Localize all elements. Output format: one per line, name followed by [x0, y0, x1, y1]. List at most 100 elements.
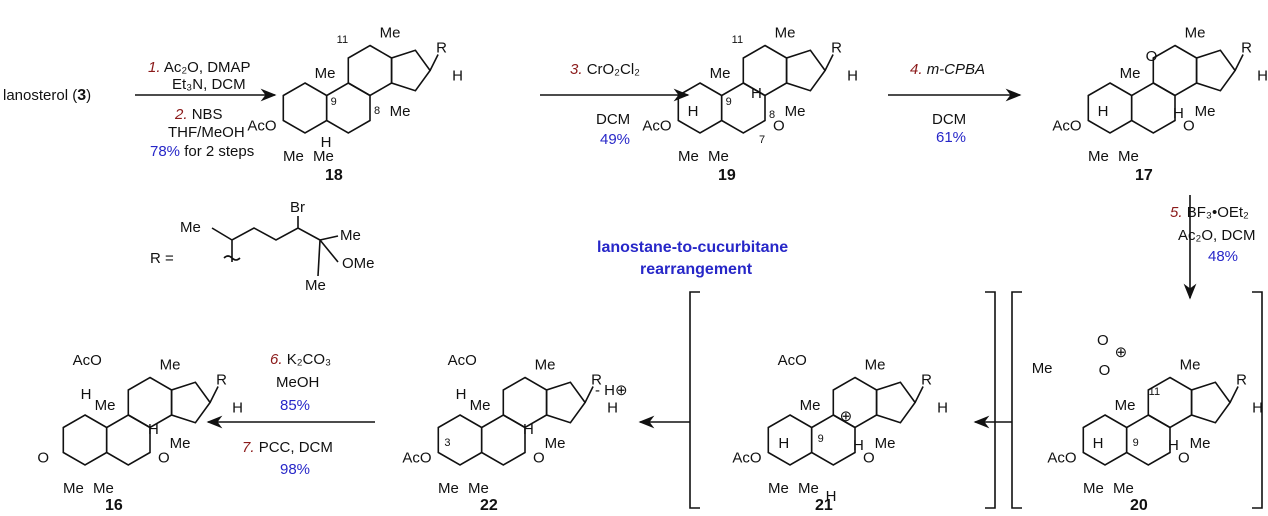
compound-16-h-label: H: [232, 400, 243, 417]
step-7-yield: 98%: [280, 461, 310, 478]
molecule-skeletons: [62, 44, 1244, 466]
compound-18-methyl-4b: Me: [313, 148, 334, 165]
compound-20-ring-C: [1147, 376, 1193, 429]
compound-21-acetoxy: AcO: [732, 450, 761, 467]
r-group-methyl-3: Me: [305, 277, 326, 294]
step-7-reagents: 7. PCC, DCM: [242, 439, 333, 456]
bracket-21: [689, 291, 996, 509]
r-group-chain: [211, 216, 339, 277]
compound-21-acetoxy-11: AcO: [778, 352, 807, 369]
compound-20-methyl-14: Me: [1190, 435, 1211, 452]
compound-18-ring-B: [325, 82, 371, 134]
step-4-yield: 61%: [936, 129, 966, 146]
compound-21-ring-D: [875, 381, 917, 424]
r-group-definition: R = Me Br Me OMe Me: [150, 199, 375, 294]
compound-18-h5: H: [321, 134, 332, 151]
step-3-yield: 49%: [600, 131, 630, 148]
compound-20-h-5: H: [1093, 435, 1104, 452]
compound-21-methyl-4a: Me: [768, 480, 789, 497]
compound-20-acetyl-methyl: Me: [1032, 360, 1053, 377]
compound-17-h-5: H: [1098, 103, 1109, 120]
compound-16-ring-D: [170, 381, 212, 424]
compound-22-h-label: H: [607, 400, 618, 417]
compound-20-ketone-oxygen: O: [1178, 450, 1190, 467]
compound-22-locant-3: 3: [444, 437, 450, 449]
compound-21-methyl-13: Me: [865, 357, 886, 374]
compound-17-number: 17: [1135, 167, 1153, 184]
step-4-solvent: DCM: [932, 111, 966, 128]
compound-22-methyl-14: Me: [545, 435, 566, 452]
step-6-yield: 85%: [280, 397, 310, 414]
compound-16-h-8: H: [148, 421, 159, 438]
compound-19-methyl-13: Me: [775, 25, 796, 42]
compound-19-ring-A: [677, 82, 723, 134]
compound-17-methyl-10: Me: [1120, 65, 1141, 82]
compound-21-side-chain-bond: [914, 386, 924, 403]
compound-19-locant-9: 9: [726, 96, 732, 108]
compound-21-ketone-oxygen: O: [863, 450, 875, 467]
step-1-reagents: 1. Ac₂O, DMAP: [148, 59, 251, 76]
compound-16-ring-C: [127, 376, 173, 429]
compound-21-locant-9: 9: [818, 433, 824, 445]
compound-18-locant-9: 9: [331, 96, 337, 108]
compound-18-number: 18: [325, 167, 343, 184]
step-5-yield: 48%: [1208, 248, 1238, 265]
compound-20-ring-D: [1190, 381, 1232, 424]
compound-19-locant-11: 11: [732, 34, 743, 46]
compound-19-ketone-oxygen: O: [773, 118, 785, 135]
compound-16-methyl-4a: Me: [63, 480, 84, 497]
compound-18-methyl-14: Me: [390, 103, 411, 120]
compound-17-ring-D: [1195, 49, 1237, 92]
compound-16-side-chain-bond: [209, 386, 219, 403]
step-6-solvent: MeOH: [276, 374, 319, 391]
compound-20-side-chain-bond: [1229, 386, 1239, 403]
compound-21-ring-A: [767, 414, 813, 466]
step-4-reagents: 4. m-CPBA: [910, 61, 985, 78]
lanosterol-label: lanosterol (3): [3, 87, 91, 104]
compound-21-h-10: H: [778, 435, 789, 452]
compound-20-number: 20: [1130, 497, 1148, 514]
compound-22-acetoxy: AcO: [402, 450, 431, 467]
compound-22-h-8: H: [523, 421, 534, 438]
compound-18-methyl-10: Me: [315, 65, 336, 82]
compound-21-methyl-4b: Me: [798, 480, 819, 497]
compound-22-acetoxy-11: AcO: [448, 352, 477, 369]
compound-19-methyl-14: Me: [785, 103, 806, 120]
compound-22-h-10: H: [456, 386, 467, 403]
compound-19-acetoxy: AcO: [642, 118, 671, 135]
rearrangement-label-line2: rearrangement: [640, 261, 753, 278]
compound-20-methyl-13: Me: [1180, 357, 1201, 374]
compound-18-acetoxy: AcO: [247, 118, 276, 135]
compound-19-ring-C: [742, 44, 788, 97]
compound-19-locant-8: 8: [769, 109, 775, 121]
compound-17-methyl-4b: Me: [1118, 148, 1139, 165]
compound-19-number: 19: [718, 167, 736, 184]
compound-17-methyl-4a: Me: [1088, 148, 1109, 165]
step-1-conditions: Et₃N, DCM: [172, 76, 246, 93]
compound-22-ring-C: [502, 376, 548, 429]
compound-21-r-label: R: [921, 372, 932, 389]
compound-22-r-label: R: [591, 372, 602, 389]
compound-16-methyl-4b: Me: [93, 480, 114, 497]
compound-18-locant-8: 8: [374, 105, 380, 117]
compound-20-methyl-4a: Me: [1083, 480, 1104, 497]
compound-19-h-8: H: [751, 85, 762, 102]
compound-18-methyl-4a: Me: [283, 148, 304, 165]
compound-22-number: 22: [480, 497, 498, 514]
compound-21-h-label: H: [937, 400, 948, 417]
compound-20-h-8: H: [1168, 437, 1179, 454]
compound-17-side-chain-bond: [1234, 54, 1244, 71]
compound-22-ketone-oxygen: O: [533, 450, 545, 467]
compound-18-h-label: H: [452, 68, 463, 85]
rearrangement-label-line1: lanostane-to-cucurbitane: [597, 239, 788, 256]
compound-19-methyl-4b: Me: [708, 148, 729, 165]
compound-18-r-label: R: [436, 40, 447, 57]
compound-22-methyl-13: Me: [535, 357, 556, 374]
compound-20-acetoxy: AcO: [1047, 450, 1076, 467]
compound-16-acetoxy-11: AcO: [73, 352, 102, 369]
compound-21-carbocation-charge: ⊕: [840, 408, 853, 425]
compound-17-h-label: H: [1257, 68, 1268, 85]
